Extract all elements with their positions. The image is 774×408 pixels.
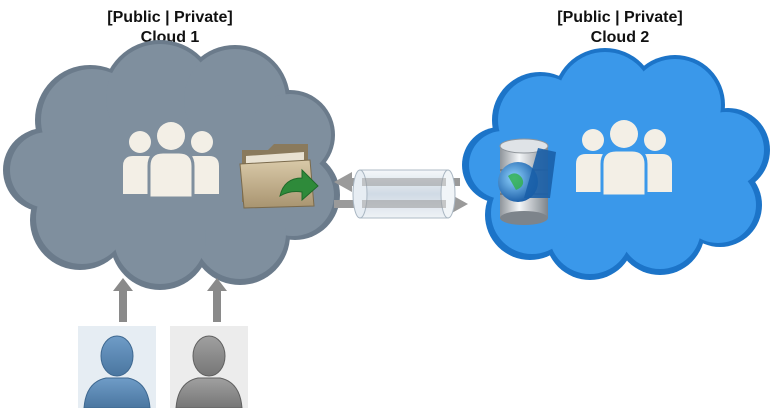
people-icon: [123, 122, 219, 200]
cloud-2-bracket-label: [Public | Private]: [557, 9, 683, 26]
up-arrow-icon: [113, 278, 133, 322]
folder-icon: [239, 144, 319, 209]
user-icon: [170, 326, 248, 408]
cloud-2-name: Cloud 2: [590, 29, 650, 46]
people-icon: [576, 120, 672, 198]
up-arrow-icon: [207, 278, 227, 322]
cloud-2-title: [Public | Private] Cloud 2: [520, 8, 720, 48]
data-pipe-connector: [334, 169, 468, 219]
cloud-1-title: [Public | Private] Cloud 1: [70, 8, 270, 48]
cloud-1-bracket-label: [Public | Private]: [107, 9, 233, 26]
user-icon: [78, 326, 156, 408]
database-icon: [498, 138, 556, 225]
